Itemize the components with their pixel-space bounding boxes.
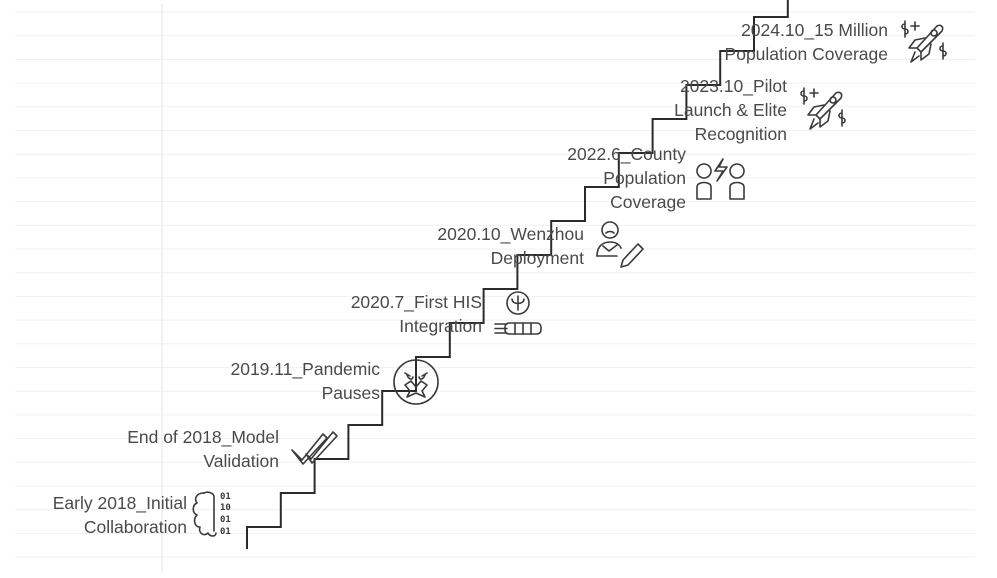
rocket-money-icon [897,18,951,68]
staircase-path [246,0,789,549]
psi-battery-icon [493,290,545,340]
svg-text:01: 01 [220,527,231,537]
milestone-label-2018-model: End of 2018_Model Validation [127,427,279,471]
milestone-label-2020-wenzhou: 2020.10_Wenzhou Deployment [437,224,584,268]
svg-text:01: 01 [220,515,231,525]
brain-binary-icon: 01 10 01 01 [190,489,240,541]
svg-text:10: 10 [220,503,231,513]
milestone-label-2020-his: 2020.7_First HIS Integration [350,292,482,336]
milestone-label-2023-pilot: 2023.10_Pilot Launch & Elite Recognition [674,76,787,144]
mute-face-icon [391,357,441,407]
milestone-label-2018-initial: Early 2018_Initial Collaboration [52,493,187,537]
milestone-label-2019-pandemic: 2019.11_Pandemic Pauses [230,359,380,403]
user-edit-icon [593,220,645,270]
double-check-icon [289,428,341,468]
svg-text:01: 01 [220,492,231,502]
milestone-label-2022-county: 2022.6_County Population Coverage [567,144,686,212]
people-connection-icon [693,157,749,203]
milestone-label-2024-coverage: 2024.10_15 Million Population Coverage [724,20,888,64]
rocket-money-icon [796,85,850,135]
